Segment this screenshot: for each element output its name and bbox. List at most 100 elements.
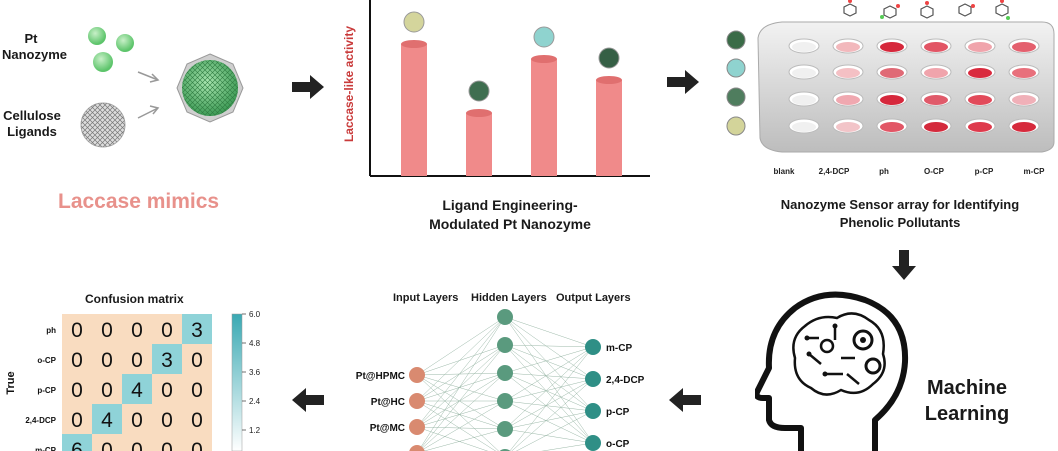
output-layers-title: Output Layers	[556, 292, 631, 304]
nn-edge	[504, 346, 594, 402]
confusion-cell	[182, 404, 212, 434]
confusion-cell-value: 0	[191, 409, 203, 432]
confusion-matrix-title: Confusion matrix	[85, 292, 184, 306]
nn-edge	[504, 400, 594, 444]
confusion-cell-value: 0	[71, 349, 83, 372]
nn-edge	[416, 374, 506, 430]
nn-edge	[418, 372, 506, 451]
nanozyme-icon	[533, 26, 555, 48]
confusion-cell-value: 0	[131, 319, 143, 342]
input-layers-title: Input Layers	[393, 292, 459, 304]
input-node-label: Pt@MC	[370, 423, 405, 434]
confusion-cell-value: 0	[131, 349, 143, 372]
sensor-column-label: O-CP	[924, 167, 945, 176]
output-node	[585, 403, 601, 419]
confusion-cell	[182, 374, 212, 404]
nn-edge	[419, 400, 506, 451]
output-node	[585, 371, 601, 387]
nn-edge	[416, 344, 506, 402]
nn-edge	[416, 400, 497, 451]
laccase-mimics-illustration	[80, 27, 244, 148]
nanozyme-sensor-icon	[726, 30, 746, 50]
confusion-cell	[62, 434, 92, 451]
confusion-cell	[62, 344, 92, 374]
confusion-cell-value: 3	[191, 319, 203, 342]
confusion-cell-value: 0	[131, 439, 143, 451]
nanozyme-sensor-icon	[726, 58, 746, 78]
bar	[466, 80, 492, 176]
pt-nanozyme-label: Pt Nanozyme	[2, 31, 68, 62]
nn-edge	[504, 316, 594, 348]
confusion-cell-value: 0	[161, 439, 173, 451]
confusion-cell-value: 0	[131, 409, 143, 432]
confusion-cell-value: 4	[131, 379, 143, 402]
bar-top	[466, 109, 492, 117]
confusion-cell	[62, 314, 92, 344]
bar	[531, 26, 557, 176]
confusion-cell-value: 0	[101, 349, 113, 372]
nn-edge	[504, 344, 594, 444]
colorbar-tick: 3.6	[249, 368, 261, 377]
nn-edge	[416, 400, 506, 430]
brain-head-icon	[755, 291, 909, 451]
nn-edge	[416, 344, 506, 428]
nn-edge	[417, 316, 506, 451]
nn-edge	[416, 374, 506, 402]
nn-edge	[416, 372, 506, 376]
pt-nanoparticle	[116, 34, 134, 52]
output-node-label: p-CP	[606, 407, 630, 418]
nn-edge	[416, 316, 506, 428]
laccase-activity-bar-chart: Laccase-like activity	[342, 0, 650, 177]
confusion-cell-value: 4	[101, 409, 113, 432]
confusion-cell	[92, 434, 122, 451]
confusion-cell	[152, 314, 182, 344]
input-node	[409, 393, 425, 409]
confusion-cell	[92, 314, 122, 344]
nn-edge	[509, 346, 594, 451]
bar-body	[596, 80, 622, 176]
confusion-row-label: m-CP	[35, 446, 57, 451]
confusion-cell	[62, 374, 92, 404]
confusion-cell	[152, 344, 182, 374]
arrow-down-icon	[892, 250, 916, 280]
bar-top	[401, 40, 427, 48]
colorbar	[231, 313, 243, 451]
nn-edge	[504, 372, 594, 412]
confusion-cell	[62, 404, 92, 434]
confusion-cell	[92, 344, 122, 374]
colorbar-tick: 2.4	[249, 397, 261, 406]
sensor-column-label: p-CP	[975, 167, 994, 176]
output-node	[585, 435, 601, 451]
nn-edge	[423, 428, 506, 451]
cellulose-ligands-label: Cellulose Ligands	[3, 108, 61, 139]
confusion-cell	[182, 434, 212, 451]
bar-top	[531, 55, 557, 63]
confusion-cell-value: 3	[161, 349, 173, 372]
confusion-cell	[182, 344, 212, 374]
confusion-cell-value: 0	[71, 319, 83, 342]
confusion-row-label: 2,4-DCP	[25, 416, 56, 425]
pt-nanoparticle	[88, 27, 106, 45]
hidden-layers-title: Hidden Layers	[471, 292, 547, 304]
laccase-mimics-label: Laccase mimics	[58, 190, 220, 213]
sensor-column-label: ph	[879, 167, 889, 176]
nanozyme-icon	[403, 11, 425, 33]
nn-edge	[416, 374, 499, 451]
hidden-node	[497, 393, 513, 409]
confusion-cell-value: 6	[71, 439, 83, 451]
nn-edge	[504, 344, 594, 380]
nn-edge	[541, 442, 594, 451]
hidden-node	[497, 421, 513, 437]
nanozyme-sensor-icon	[726, 116, 746, 136]
output-node	[585, 339, 601, 355]
bar-chart-caption-line1: Ligand Engineering-	[442, 197, 578, 213]
confusion-cell-value: 0	[161, 409, 173, 432]
arrow-right-icon	[667, 70, 699, 94]
sensor-column-label: m-CP	[1024, 167, 1046, 176]
sensor-caption-line1: Nanozyme Sensor array for Identifying	[780, 197, 1020, 212]
input-node-label: Pt@HC	[371, 397, 405, 408]
chart-ylabel: Laccase-like activity	[342, 26, 356, 142]
